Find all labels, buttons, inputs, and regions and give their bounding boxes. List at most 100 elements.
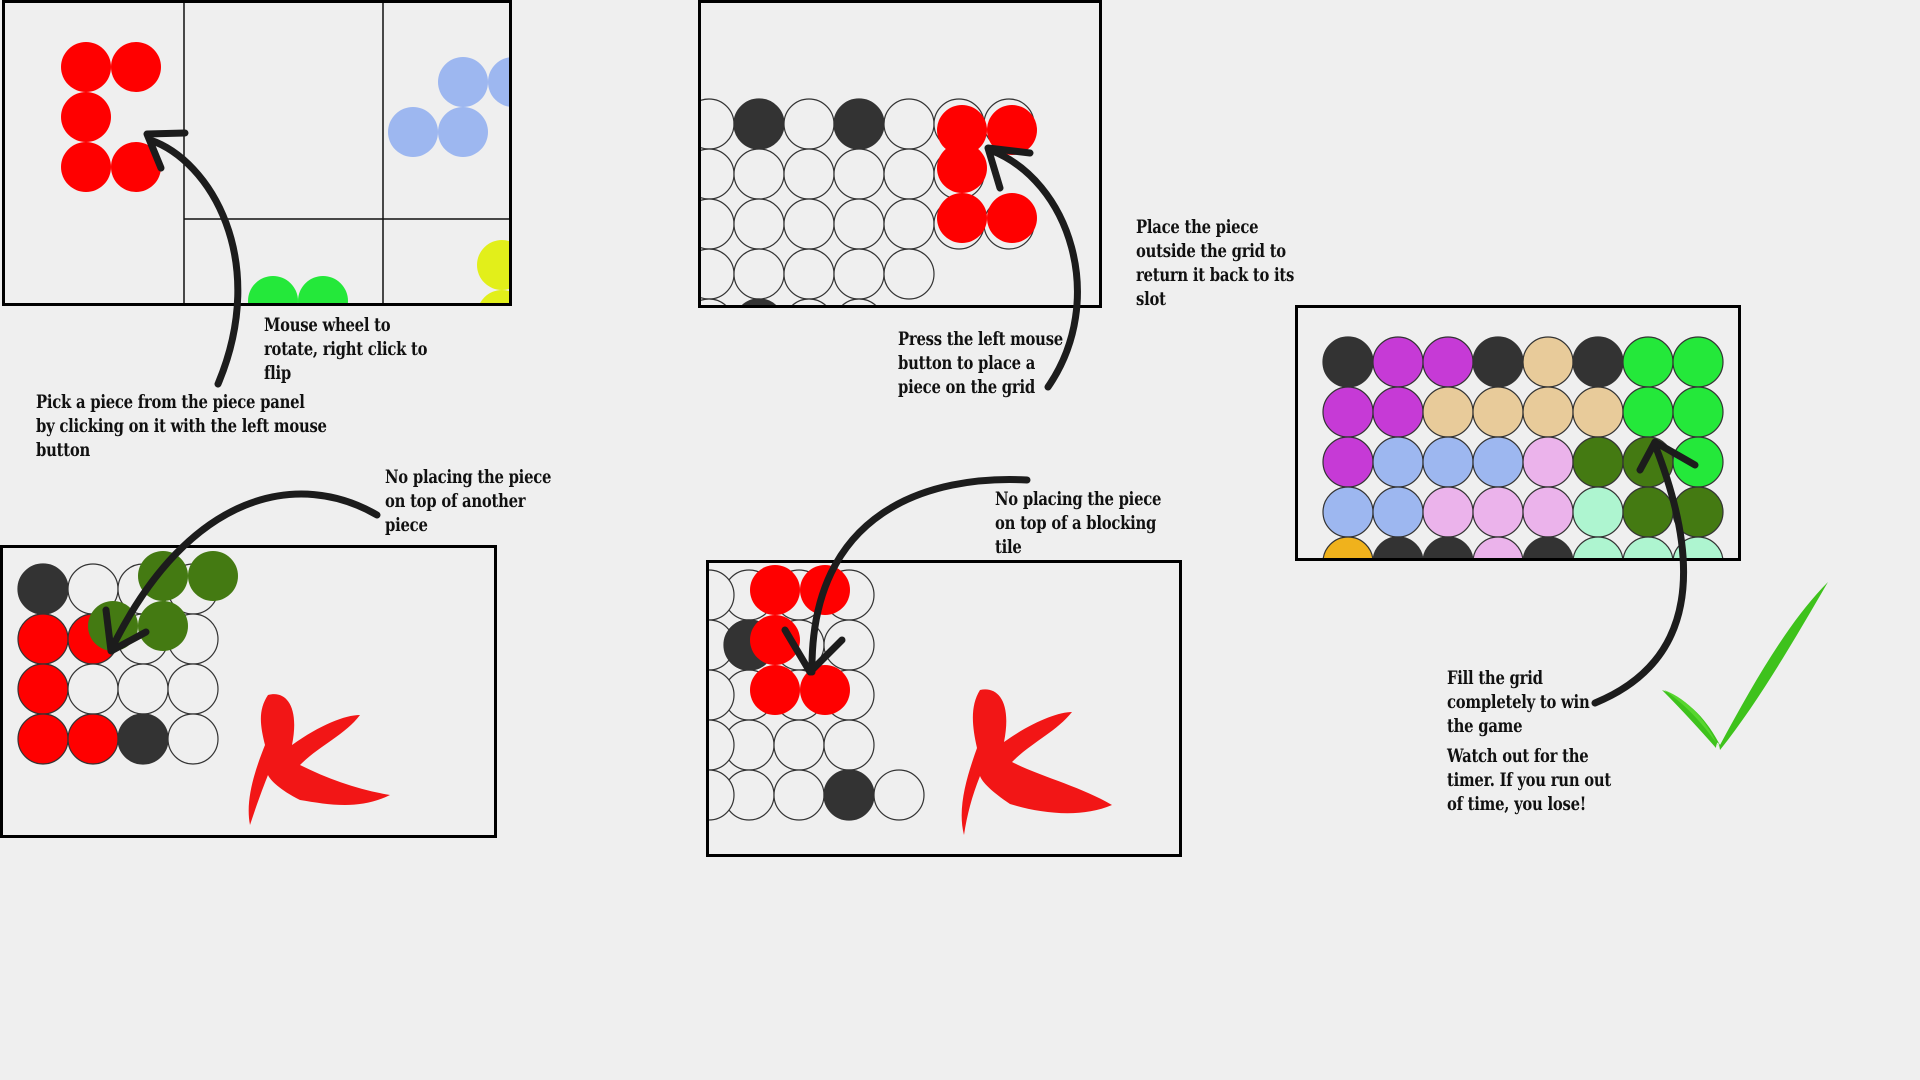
empty-cell xyxy=(733,148,785,200)
blocking-tile xyxy=(1472,336,1524,388)
piece-cell xyxy=(438,107,488,157)
note-line: completely to win xyxy=(1447,692,1590,713)
empty-cell xyxy=(833,148,885,200)
note-pick: Pick a piece from the piece panel by cli… xyxy=(36,391,327,463)
piece-cell xyxy=(1372,336,1424,388)
note-line: flip xyxy=(264,363,291,384)
empty-cell xyxy=(709,569,735,621)
piece-cell xyxy=(1572,436,1624,488)
empty-cell xyxy=(167,713,219,765)
note-line: tile xyxy=(995,537,1022,558)
blocking-tile xyxy=(741,298,777,305)
empty-cell xyxy=(783,98,835,150)
piece-cell xyxy=(1372,486,1424,538)
note-line: Press the left mouse xyxy=(898,329,1063,350)
empty-cell xyxy=(167,663,219,715)
piece-cell xyxy=(1322,536,1374,558)
ghost-piece-cell xyxy=(138,601,188,651)
note-line: of time, you lose! xyxy=(1447,794,1587,815)
piece-cell xyxy=(1472,386,1524,438)
piece-cell xyxy=(1472,436,1524,488)
piece-cell xyxy=(248,276,298,303)
empty-cell xyxy=(701,98,735,150)
empty-cell xyxy=(773,719,825,771)
note-line: piece on the grid xyxy=(898,377,1035,398)
note-line: button xyxy=(36,440,90,461)
piece-cell xyxy=(1522,336,1574,388)
empty-cell xyxy=(883,148,935,200)
piece-cell xyxy=(1422,386,1474,438)
ghost-piece-cell xyxy=(750,665,800,715)
piece-cell xyxy=(17,613,69,665)
piece-cell xyxy=(1322,486,1374,538)
invalid-on-tile-example xyxy=(706,560,1182,857)
empty-cell xyxy=(773,769,825,821)
note-fill: Fill the grid completely to win the game xyxy=(1447,667,1590,739)
blocking-tile xyxy=(733,98,785,150)
note-line: timer. If you run out xyxy=(1447,770,1612,791)
blocking-tile xyxy=(1572,336,1624,388)
empty-cell xyxy=(701,148,735,200)
piece-cell xyxy=(987,193,1037,243)
piece-cell xyxy=(1522,436,1574,488)
note-line: rotate, right click to xyxy=(264,339,428,360)
piece-panel-canvas xyxy=(61,3,509,303)
empty-cell xyxy=(117,663,169,715)
blocking-tile xyxy=(17,563,69,615)
piece-cell xyxy=(1372,436,1424,488)
piece-cell xyxy=(488,57,509,107)
invalid-on-piece-canvas xyxy=(17,551,238,765)
empty-cell xyxy=(783,248,835,300)
piece-cell xyxy=(1572,386,1624,438)
empty-cell xyxy=(833,198,885,250)
empty-cell xyxy=(67,663,119,715)
piece-cell xyxy=(61,92,111,142)
empty-cell xyxy=(783,198,835,250)
piece-cell xyxy=(1672,536,1724,558)
piece-cell xyxy=(1622,336,1674,388)
piece-cell xyxy=(111,142,161,192)
invalid-on-tile-canvas xyxy=(709,565,925,821)
piece-cell xyxy=(111,42,161,92)
blocking-tile xyxy=(1522,536,1574,558)
note-no-tile: No placing the piece on top of a blockin… xyxy=(995,488,1161,560)
won-grid-canvas xyxy=(1322,336,1724,558)
place-grid-canvas xyxy=(701,98,1037,305)
piece-cell xyxy=(1472,536,1524,558)
note-rotate: Mouse wheel to rotate, right click to fl… xyxy=(264,314,428,386)
empty-cell xyxy=(709,719,735,771)
piece-cell xyxy=(1572,536,1624,558)
piece-cell xyxy=(17,713,69,765)
blocking-tile xyxy=(833,98,885,150)
piece-cell xyxy=(1622,436,1674,488)
ghost-piece-cell xyxy=(88,601,138,651)
piece-cell xyxy=(1322,436,1374,488)
blocking-tile xyxy=(1422,536,1474,558)
empty-cell xyxy=(783,148,835,200)
ghost-piece-cell xyxy=(188,551,238,601)
piece-cell xyxy=(987,105,1037,155)
empty-cell xyxy=(709,769,735,821)
piece-cell xyxy=(1422,486,1474,538)
note-line: Mouse wheel to xyxy=(264,315,391,336)
piece-cell xyxy=(1372,386,1424,438)
piece-cell xyxy=(477,240,509,290)
blocking-tile xyxy=(1322,336,1374,388)
piece-cell xyxy=(388,107,438,157)
note-line: button to place a xyxy=(898,353,1036,374)
piece-cell xyxy=(1672,486,1724,538)
note-line: on top of another xyxy=(385,491,526,512)
piece-cell xyxy=(937,143,987,193)
note-outside: Place the piece outside the grid to retu… xyxy=(1136,216,1294,312)
won-grid-example xyxy=(1295,305,1741,561)
piece-cell xyxy=(1622,536,1674,558)
piece-cell xyxy=(1572,486,1624,538)
note-line: slot xyxy=(1136,289,1166,310)
empty-cell xyxy=(701,298,727,305)
piece-cell xyxy=(480,290,509,303)
piece-cell xyxy=(1322,386,1374,438)
piece-cell xyxy=(67,713,119,765)
piece-cell xyxy=(1422,436,1474,488)
piece-cell xyxy=(1522,486,1574,538)
piece-cell xyxy=(937,193,987,243)
